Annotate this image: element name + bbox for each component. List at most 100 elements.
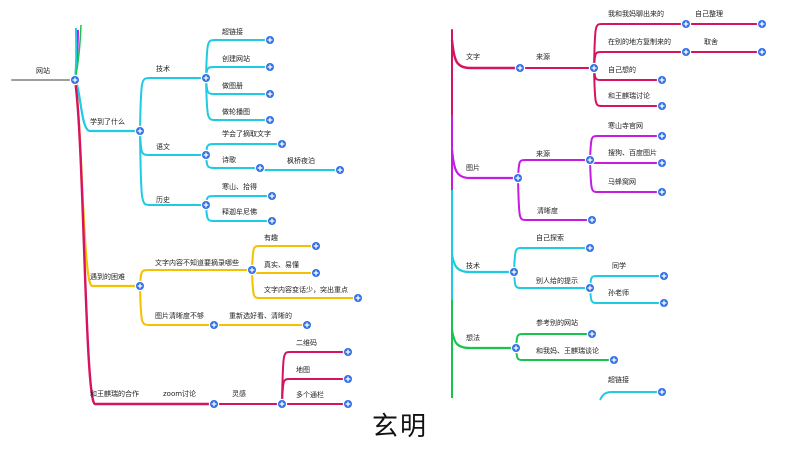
hint-child-1: 孙老师 xyxy=(608,288,629,297)
difficulty-label: 遇到的困难 xyxy=(90,272,125,281)
edge-picture-item-1 xyxy=(589,159,663,164)
picture-item-plus-icon[interactable] xyxy=(656,186,668,198)
hint-child-plus-icon[interactable] xyxy=(658,270,670,282)
edge-idea-0-path xyxy=(515,333,593,349)
zoom-plus-icon[interactable] xyxy=(208,398,220,410)
text-source-plus-icon[interactable] xyxy=(588,62,600,74)
edge-chinese-learned-path xyxy=(205,143,283,156)
rtech-plus-icon[interactable] xyxy=(508,266,520,278)
history-item-plus-icon[interactable] xyxy=(266,215,278,227)
clarity-label: 清晰度 xyxy=(537,206,558,215)
hint-child-plus-icon[interactable] xyxy=(658,297,670,309)
edge-rtech-main xyxy=(450,254,514,274)
edge-text-child-0 xyxy=(251,245,317,271)
text-item-plus-icon[interactable] xyxy=(656,74,668,86)
tech-item-plus-icon[interactable] xyxy=(264,114,276,126)
text-child-plus-icon[interactable] xyxy=(352,292,364,304)
text-child-2: 文字内容变话少，突出重点 xyxy=(264,285,348,294)
edge-tech xyxy=(139,77,207,132)
edge-image-problem-path xyxy=(139,285,215,326)
text-item-plus-icon[interactable] xyxy=(680,46,692,58)
tech-item-plus-icon[interactable] xyxy=(264,34,276,46)
text-item1-child-plus-icon[interactable] xyxy=(756,46,768,58)
others-hint-plus-icon[interactable] xyxy=(584,282,596,294)
inspiration-plus-icon[interactable] xyxy=(276,398,288,410)
history-item-plus-icon[interactable] xyxy=(266,190,278,202)
coop-item-plus-icon[interactable] xyxy=(342,346,354,358)
text-problem-plus-icon[interactable] xyxy=(246,264,258,276)
tech-label: 技术 xyxy=(156,64,170,73)
cooperation-label: 和王麒瑞的合作 xyxy=(90,389,139,398)
caption-title: 玄明 xyxy=(371,412,428,442)
text-item-plus-icon[interactable] xyxy=(656,100,668,112)
idea-plus-icon[interactable] xyxy=(510,342,522,354)
edge-text-problem-path xyxy=(139,269,253,287)
difficulty-plus-icon[interactable] xyxy=(134,280,146,292)
text-item0-child: 自己整理 xyxy=(695,9,723,18)
coop-item-1: 地图 xyxy=(296,365,310,374)
picture-label: 图片 xyxy=(466,163,480,172)
text-branch-plus-icon[interactable] xyxy=(514,62,526,74)
text-child-1: 真实、易懂 xyxy=(264,260,299,269)
picture-item-0: 寒山寺官网 xyxy=(608,121,643,130)
edge-tech-0 xyxy=(205,39,271,79)
image-child-plus-icon[interactable] xyxy=(301,319,313,331)
idea-item-plus-icon[interactable] xyxy=(608,354,620,366)
edge-history xyxy=(139,130,207,206)
edge-tech-1-path xyxy=(205,66,271,79)
edge-picture-source xyxy=(517,159,591,179)
edge-text-child-0-path xyxy=(251,245,317,271)
edge-history-path xyxy=(139,130,207,206)
poem-label: 诗歌 xyxy=(222,155,236,164)
tech-item-plus-icon[interactable] xyxy=(264,88,276,100)
edge-text-item-3 xyxy=(593,67,663,107)
edge-tech-3-path xyxy=(205,77,271,121)
tech-plus-icon[interactable] xyxy=(200,72,212,84)
chinese-plus-icon[interactable] xyxy=(200,149,212,161)
coop-item-plus-icon[interactable] xyxy=(342,398,354,410)
text-item-0: 我和我妈聊出来的 xyxy=(608,9,664,18)
history-plus-icon[interactable] xyxy=(200,199,212,211)
text-child-plus-icon[interactable] xyxy=(310,267,322,279)
text-branch-label: 文字 xyxy=(466,52,480,61)
text-child-0: 有趣 xyxy=(264,233,278,242)
text-source-label: 来源 xyxy=(536,52,550,61)
picture-plus-icon[interactable] xyxy=(512,172,524,184)
cut-link-plus-icon[interactable] xyxy=(656,386,668,398)
edge-picture-item-0 xyxy=(589,135,663,161)
tech-item-3: 做轮播图 xyxy=(222,107,250,116)
text-problem-label: 文字内容不知道要摘录哪些 xyxy=(155,258,239,267)
edge-picture-item-2-path xyxy=(589,159,663,193)
image-problem-plus-icon[interactable] xyxy=(208,319,220,331)
text-item0-child-plus-icon[interactable] xyxy=(756,18,768,30)
text-item-plus-icon[interactable] xyxy=(680,18,692,30)
picture-item-plus-icon[interactable] xyxy=(656,157,668,169)
edge-chinese xyxy=(139,130,207,156)
picture-item-1: 搜狗、百度图片 xyxy=(608,148,657,157)
edge-tech-0-path xyxy=(205,39,271,79)
poem-child-plus-icon[interactable] xyxy=(334,164,346,176)
picture-source-plus-icon[interactable] xyxy=(584,154,596,166)
edge-tech-3 xyxy=(205,77,271,121)
coop-item-0: 二维码 xyxy=(296,338,317,347)
root-collapse-icon[interactable] xyxy=(69,74,81,86)
clarity-plus-icon[interactable] xyxy=(586,214,598,226)
edge-picture-item-2 xyxy=(589,159,663,193)
coop-item-plus-icon[interactable] xyxy=(342,373,354,385)
edge-picture-item-1-path xyxy=(589,159,663,164)
hint-child-0: 同学 xyxy=(612,261,626,270)
edge-picture-main xyxy=(450,149,518,180)
text-child-plus-icon[interactable] xyxy=(310,240,322,252)
chinese-label: 语文 xyxy=(156,142,170,151)
picture-item-plus-icon[interactable] xyxy=(656,130,668,142)
chinese-learned-plus-icon[interactable] xyxy=(276,138,288,150)
self-search-plus-icon[interactable] xyxy=(584,242,596,254)
poem-plus-icon[interactable] xyxy=(254,162,266,174)
history-label: 历史 xyxy=(156,195,170,204)
tech-item-plus-icon[interactable] xyxy=(264,61,276,73)
edge-history-0-path xyxy=(205,195,273,206)
idea-item-plus-icon[interactable] xyxy=(586,328,598,340)
learned-plus-icon[interactable] xyxy=(134,125,146,137)
history-item-0: 寒山、拾得 xyxy=(222,182,257,191)
edge-chinese-path xyxy=(139,130,207,156)
